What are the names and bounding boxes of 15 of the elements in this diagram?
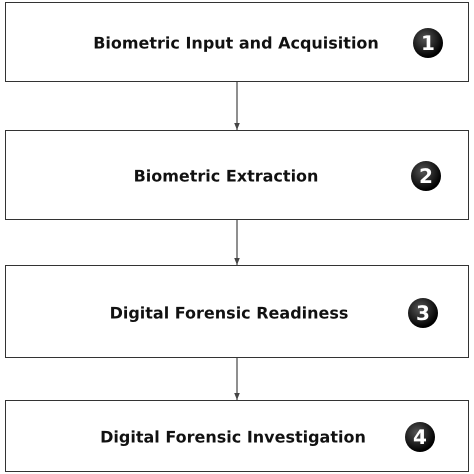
- process-box: [5, 2, 469, 82]
- step-number: 4: [405, 422, 435, 452]
- arrow: [234, 358, 240, 400]
- arrow: [234, 82, 240, 130]
- process-box: [5, 265, 469, 358]
- arrow: [234, 220, 240, 265]
- step-label: Digital Forensic Readiness: [110, 303, 348, 322]
- step-label: Biometric Extraction: [134, 166, 318, 186]
- step-number: 1: [413, 28, 443, 58]
- process-box: [5, 130, 469, 220]
- step-label: Biometric Input and Acquisition: [93, 34, 379, 52]
- process-box: [5, 400, 469, 472]
- step-number: 2: [411, 161, 441, 191]
- step-number: 3: [408, 298, 438, 328]
- step-label: Digital Forensic Investigation: [100, 428, 366, 446]
